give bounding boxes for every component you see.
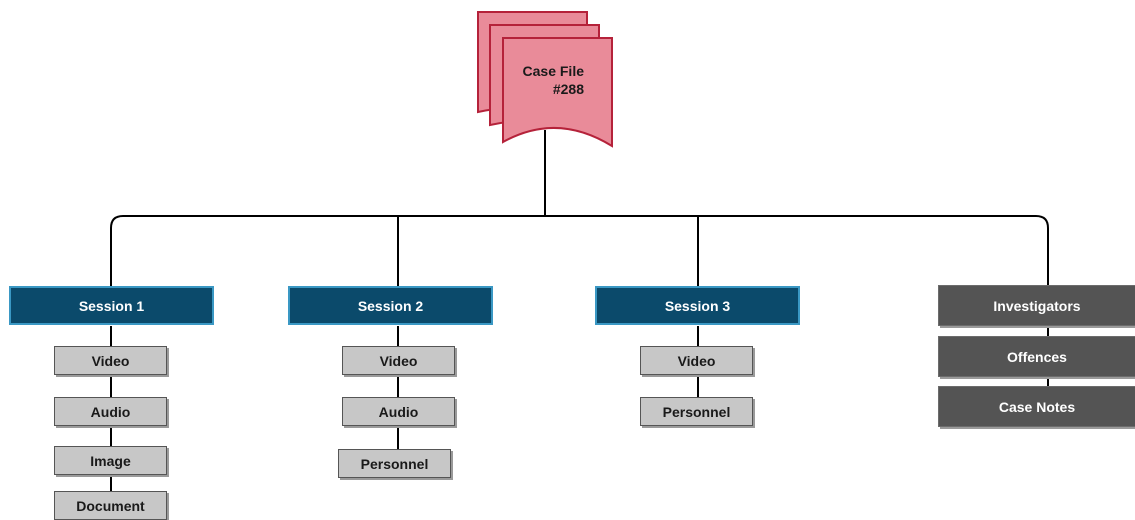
session-1-item-document[interactable]: Document: [54, 491, 167, 520]
case-file-icon: [477, 11, 613, 148]
session-3-item-personnel[interactable]: Personnel: [640, 397, 753, 426]
case-file-page-front: [502, 37, 613, 148]
branch-bus: [110, 215, 1049, 286]
session-2-item-audio[interactable]: Audio: [342, 397, 455, 426]
session-1-item-image[interactable]: Image: [54, 446, 167, 475]
case-file-title: Case File #288: [520, 62, 584, 98]
session-1-item-audio[interactable]: Audio: [54, 397, 167, 426]
session-2-header[interactable]: Session 2: [288, 286, 493, 325]
session-1-header[interactable]: Session 1: [9, 286, 214, 325]
session-2-item-video[interactable]: Video: [342, 346, 455, 375]
session-3-item-video[interactable]: Video: [640, 346, 753, 375]
session-2-item-personnel[interactable]: Personnel: [338, 449, 451, 478]
investigators-box[interactable]: Investigators: [938, 285, 1135, 326]
tree-connectors: [110, 130, 1049, 492]
session-1-item-video[interactable]: Video: [54, 346, 167, 375]
case-file-title-line1: Case File: [522, 63, 584, 79]
case-file-title-line2: #288: [552, 81, 584, 97]
offences-box[interactable]: Offences: [938, 336, 1135, 377]
session-3-header[interactable]: Session 3: [595, 286, 800, 325]
case-notes-box[interactable]: Case Notes: [938, 386, 1135, 427]
